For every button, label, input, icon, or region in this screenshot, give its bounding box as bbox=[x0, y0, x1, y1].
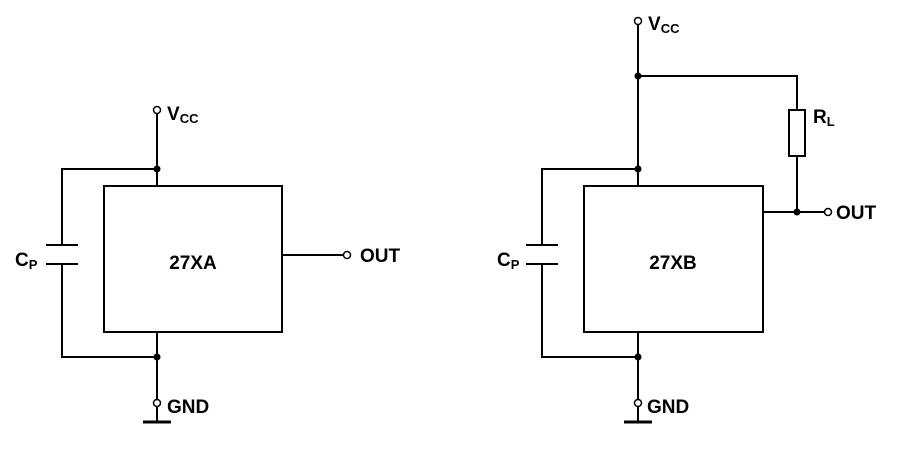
gnd-terminal-b bbox=[633, 398, 643, 408]
chip-27xb-body bbox=[583, 185, 764, 333]
out-label-a: OUT bbox=[360, 246, 401, 267]
cap-top-wire-b bbox=[541, 168, 638, 244]
junction-vcc-b bbox=[634, 165, 642, 173]
gnd-label-a: GND bbox=[167, 397, 209, 418]
gnd-label-b: GND bbox=[647, 397, 689, 418]
resistor-rl bbox=[788, 109, 806, 157]
junction-gnd-a bbox=[153, 353, 161, 361]
junction-out-b bbox=[793, 208, 801, 216]
cap-bottom-wire-b bbox=[541, 265, 638, 358]
circuit-b: 27XB VCC RL CP GND OUT bbox=[497, 14, 877, 424]
cap-bottom-wire-a bbox=[61, 265, 157, 358]
cap-label-a: CP bbox=[15, 250, 38, 272]
cap-label-b: CP bbox=[497, 250, 520, 272]
chip-27xa-body bbox=[103, 185, 283, 333]
vcc-terminal-b bbox=[633, 16, 643, 26]
out-terminal-a bbox=[342, 250, 352, 260]
vcc-terminal-a bbox=[152, 105, 162, 115]
cap-top-wire-a bbox=[61, 168, 157, 244]
out-terminal-b bbox=[823, 207, 833, 217]
chip-27xa-label: 27XA bbox=[169, 253, 217, 274]
vcc-label-a: VCC bbox=[167, 104, 199, 126]
gnd-terminal-a bbox=[152, 398, 162, 408]
out-label-b: OUT bbox=[836, 203, 877, 224]
chip-27xb-label: 27XB bbox=[649, 253, 697, 274]
junction-vcc-a bbox=[153, 165, 161, 173]
vcc-label-b: VCC bbox=[648, 14, 680, 36]
circuit-a: 27XA VCC CP GND OUT bbox=[15, 104, 401, 424]
junction-gnd-b bbox=[634, 353, 642, 361]
rl-top-wire-b bbox=[638, 75, 798, 110]
resistor-label: RL bbox=[813, 107, 835, 129]
